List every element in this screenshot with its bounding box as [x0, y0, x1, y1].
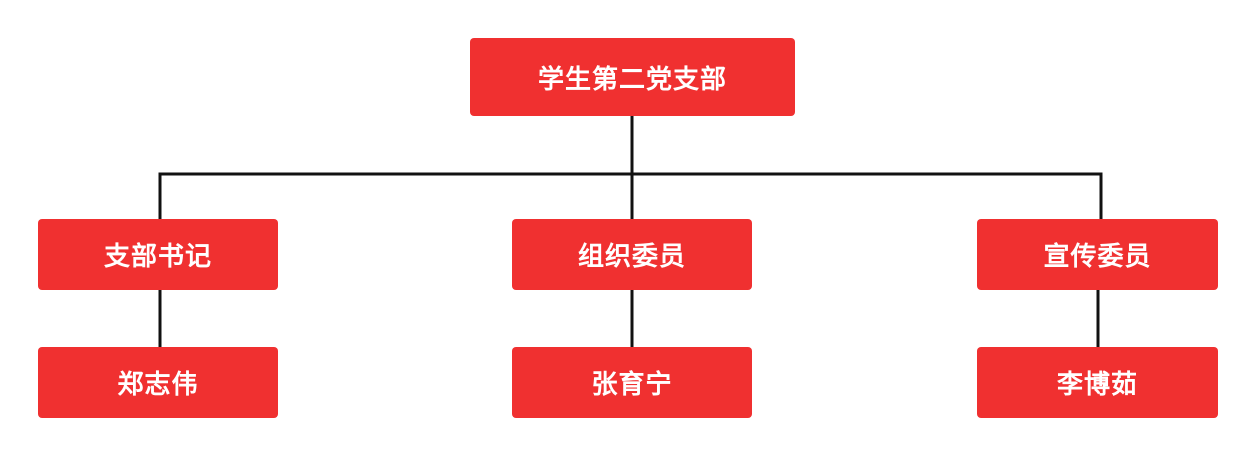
person-name: 李博茹 [1056, 370, 1138, 400]
person-node-secretary: 郑志伟 [38, 347, 278, 418]
role-label: 支部书记 [103, 242, 212, 272]
person-name: 张育宁 [591, 370, 673, 400]
person-node-organization: 张育宁 [512, 347, 752, 418]
root-node: 学生第二党支部 [470, 38, 795, 116]
role-label: 宣传委员 [1043, 242, 1152, 272]
role-label: 组织委员 [577, 242, 686, 272]
role-node-organization: 组织委员 [512, 219, 752, 290]
person-node-propaganda: 李博茹 [977, 347, 1218, 418]
role-node-secretary: 支部书记 [38, 219, 278, 290]
person-name: 郑志伟 [117, 370, 199, 400]
root-node-label: 学生第二党支部 [537, 64, 727, 95]
role-node-propaganda: 宣传委员 [977, 219, 1218, 290]
